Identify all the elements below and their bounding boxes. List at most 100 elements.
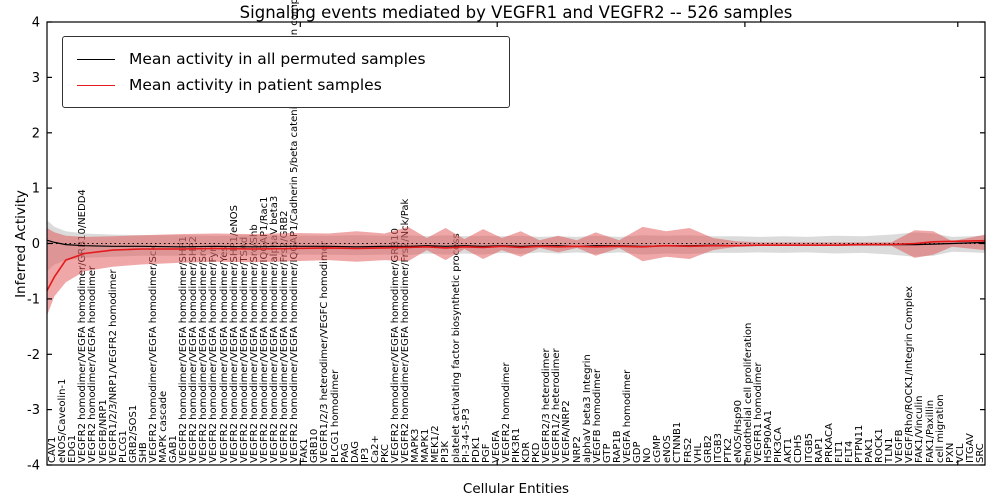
x-tick-label: VEGFR2 homodimer/VEGFA homodimer/SHP1/eN…: [228, 204, 240, 463]
x-tick-label: CAV1: [47, 436, 58, 463]
x-tick-label: GTP: [601, 443, 613, 463]
x-tick-label: VEGFR2 homodimer/VEGFA homodimer/Fyn: [208, 245, 220, 463]
x-tick-label: VEGFA: [490, 430, 502, 463]
legend-line-sample-red: [77, 84, 115, 86]
x-tick-label: VEGFR2 homodimer/VEGFA homodimer/GRB10/N…: [77, 189, 89, 463]
x-tick-label: AKT1: [783, 437, 795, 463]
x-tick-label: ITGB3: [712, 432, 724, 463]
x-tick-label: VEGFA homodimer: [621, 369, 633, 463]
x-tick-label: VEGFR2 homodimer: [500, 362, 512, 463]
x-tick-label: ROCK1: [874, 428, 886, 463]
x-tick-label: VEGFR2 homodimer/VEGFA homodimer/Src/Shb: [248, 224, 260, 463]
x-tick-label: SRC: [975, 443, 986, 463]
x-tick-label: FRS2: [682, 437, 694, 463]
x-tick-label: platelet activating factor biosynthetic …: [450, 233, 462, 463]
x-tick-label: PKD: [531, 442, 543, 463]
x-tick-label: VEGFR2 homodimer/VEGFA homodimer/IQGAP1/…: [258, 196, 270, 463]
x-tick-label: GRB10: [309, 428, 321, 463]
x-tick-label: PTK2: [722, 437, 734, 463]
x-tick-label: PDK1: [470, 436, 482, 463]
x-tick-label: PIK3R1: [511, 427, 522, 463]
x-tick-label: endothelial cell proliferation: [743, 322, 754, 463]
x-tick-label: EDG1: [67, 434, 79, 463]
chart-title: Signaling events mediated by VEGFR1 and …: [239, 3, 793, 22]
x-tick-label: VEGFR2 homodimer/VEGFA homodimer: [87, 265, 99, 463]
x-tick-label: eNOS/Caveolin-1: [57, 378, 69, 463]
x-tick-label: PRKACA: [823, 423, 835, 463]
legend-line-sample-black: [77, 58, 115, 60]
x-tick-label: KDR: [521, 441, 533, 463]
x-tick-label: VEGFR2 homodimer/VEGFA homodimer/Yes: [218, 246, 230, 463]
legend-item-permuted: Mean activity in all permuted samples: [75, 46, 499, 72]
x-tick-label: VEGFR2 homodimer/VEGFA homodimer/Frs2/GR…: [279, 210, 290, 463]
x-tick-label: VCL: [954, 443, 966, 463]
x-tick-label: VEGFR1/2/3 heterodimer/VEGFC homodimer: [319, 241, 331, 463]
x-tick-label: VEGFB homodimer: [591, 368, 603, 463]
x-tick-label: FLT4: [843, 440, 855, 463]
x-tick-label: VEGFR1 homodimer: [753, 362, 765, 463]
y-axis-label: Inferred Activity: [13, 190, 29, 298]
x-tick-label: FAK1/Paxillin: [924, 399, 936, 463]
x-tick-label: PTPN11: [853, 424, 865, 463]
x-tick-label: VEGFR1/2/3/NRP1/VEGFR2 homodimer: [107, 269, 119, 463]
x-tick-label: PAG: [339, 443, 351, 463]
x-tick-label: MAPK cascade: [158, 390, 169, 463]
x-tick-label: MAPK3: [410, 428, 422, 463]
x-tick-label: VEGFR2 homodimer/VEGFA homodimer/SHP1: [178, 236, 190, 463]
x-tick-label: VEGFR1/2 heterodimer: [551, 348, 563, 463]
x-tick-label: PLCG1 homodimer: [329, 369, 341, 463]
x-tick-label: RAP1B: [611, 430, 623, 463]
x-tick-label: GDP: [632, 441, 643, 463]
x-tick-label: NO: [642, 447, 654, 463]
x-tick-label: VEGFB: [894, 429, 906, 463]
x-tick-label: VEGFR2 homodimer/VEGFA homodimer/Frs2/Nc…: [400, 198, 412, 463]
x-tick-label: cGMP: [652, 435, 664, 463]
x-tick-label: cell migration: [934, 394, 946, 463]
x-tick-label: ITGB5: [803, 432, 815, 463]
x-tick-label: VEGFR2 homodimer/VEGFA homodimer/SHP2: [188, 236, 200, 463]
x-tick-label: VEGFA/NRP2: [561, 400, 573, 463]
x-tick-label: VHL: [692, 443, 704, 463]
x-tick-label: FAK1: [299, 438, 311, 463]
x-tick-label: FLT1: [833, 440, 845, 463]
x-tick-label: ITGAV: [964, 433, 976, 463]
x-tick-label: GAB1: [168, 435, 180, 463]
x-tick-label: MAPK1: [420, 428, 432, 463]
x-tick-label: PIK3CA: [773, 427, 785, 463]
x-tick-label: VEGFR2 homodimer/VEGFA homodimer/Src: [198, 246, 210, 463]
x-tick-label: PI3K: [440, 441, 452, 463]
legend-label-patient: Mean activity in patient samples: [129, 76, 382, 94]
x-tick-label: NRP2: [571, 436, 583, 463]
x-tick-label: VEGFR2 homodimer/VEGFA homodimer/GRB10: [390, 228, 401, 463]
x-tick-label: VEGFR2/3 heterodimer: [541, 348, 553, 463]
x-tick-label: DAG: [349, 441, 361, 463]
x-tick-label: VEGFR2 homodimer/VEGFA homodimer/Sck: [147, 244, 159, 463]
x-tick-label: SHB: [137, 442, 149, 463]
x-tick-label: GRB2/SOS1: [127, 404, 139, 463]
x-tick-label: alphaV beta3 Integrin: [581, 354, 593, 463]
x-tick-label: VEGFR2 homodimer/VEGFA homodimer/alphaV …: [268, 195, 280, 463]
x-tick-label: TLN1: [884, 437, 896, 463]
x-tick-label: PI-3-4-5-P3: [460, 408, 472, 463]
x-tick-label: eNOS: [662, 435, 674, 463]
x-tick-label: VEGFR2 homodimer/VEGFA homodimer/TSAd: [238, 236, 250, 463]
x-tick-label: FAK1/Vinculin: [914, 395, 926, 463]
x-tick-label: PLCG1: [117, 430, 129, 463]
x-tick-label: IP3: [359, 447, 371, 463]
legend: Mean activity in all permuted samples Me…: [62, 36, 510, 108]
x-axis-label: Cellular Entities: [462, 481, 570, 497]
x-tick-label: eNOS/Hsp90: [732, 399, 744, 463]
x-tick-label: VEGFB/NRP1: [97, 399, 109, 463]
x-tick-label: GRB2: [702, 435, 714, 463]
x-tick-label: RAP1: [813, 437, 825, 463]
x-tick-label: PXN: [944, 442, 956, 463]
legend-item-patient: Mean activity in patient samples: [75, 72, 499, 98]
x-tick-label: PAK1: [864, 437, 875, 463]
x-tick-label: HSP90AA1: [763, 410, 775, 463]
x-tick-label: CDH5: [793, 434, 805, 463]
legend-label-permuted: Mean activity in all permuted samples: [129, 50, 426, 68]
x-tick-label: PGF: [480, 443, 492, 463]
x-tick-label: PKC: [379, 443, 391, 463]
x-tick-label: CTNNB1: [672, 421, 684, 463]
